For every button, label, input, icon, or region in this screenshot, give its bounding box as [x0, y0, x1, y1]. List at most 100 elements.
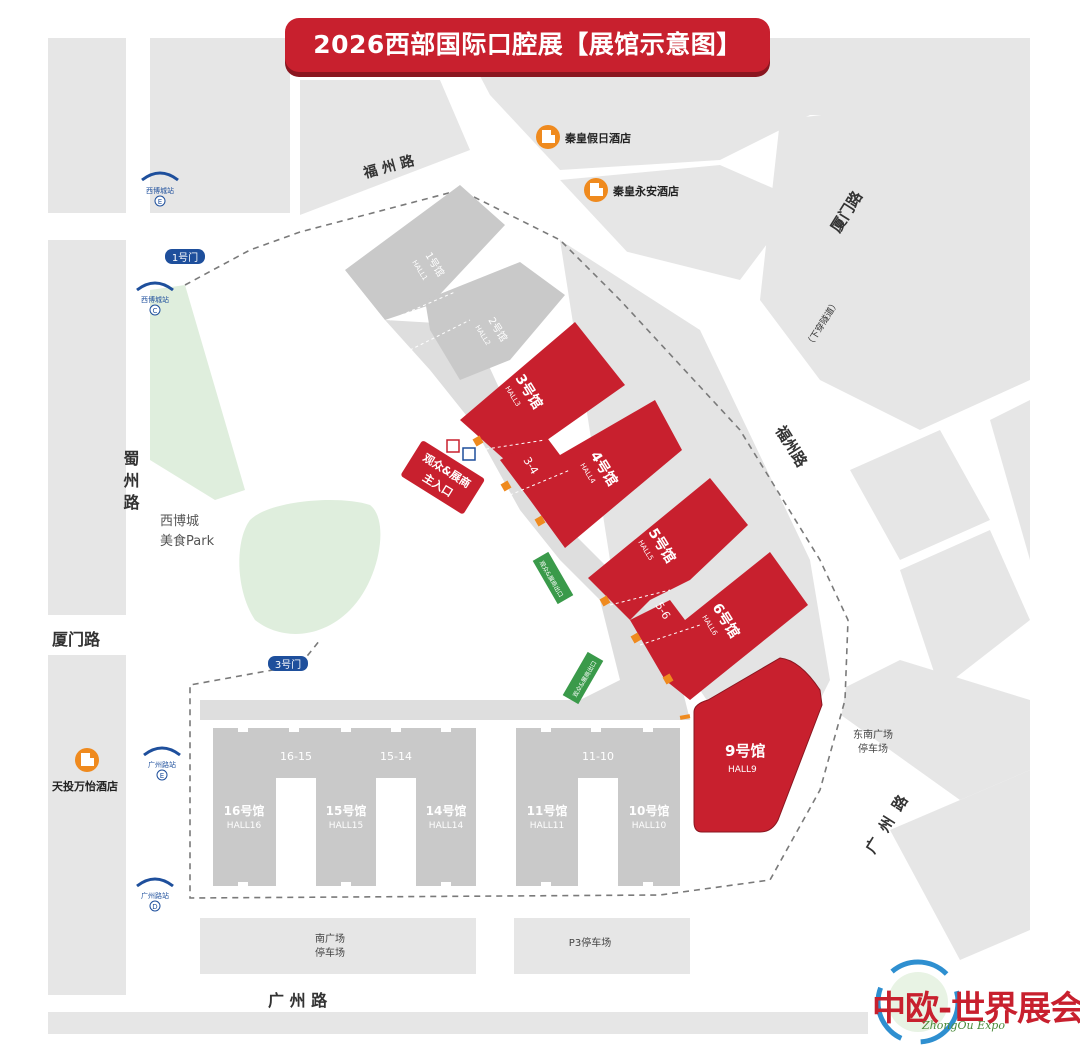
metro-icon — [141, 171, 179, 182]
metro-1-name: 西博城站 — [146, 186, 174, 195]
hall-3[interactable] — [460, 322, 625, 460]
hall-10[interactable] — [618, 728, 680, 886]
hall-1[interactable] — [345, 185, 505, 320]
hall-5-group: 5号馆 HALL5 — [588, 478, 748, 620]
hall-3-4-divider-2 — [509, 469, 571, 496]
block-w-2 — [48, 655, 126, 995]
hotel-1-name: 秦皇假日酒店 — [564, 131, 631, 145]
hall-10-en: HALL10 — [632, 821, 667, 831]
park-strip — [150, 285, 245, 500]
arrow-marker — [500, 480, 512, 492]
arrow-marker — [472, 435, 484, 447]
hall-15-en: HALL15 — [329, 821, 363, 831]
hotel-2[interactable]: 秦皇永安酒店 — [584, 178, 679, 202]
block-nw-3 — [300, 80, 470, 215]
hall-2[interactable] — [425, 262, 565, 380]
hall-9[interactable] — [693, 657, 823, 833]
hall-9-group: 9号馆 HALL9 — [693, 657, 823, 833]
road-shuzhou: 蜀州路 — [121, 450, 141, 516]
metro-1-exit-badge — [154, 195, 166, 207]
hall-6[interactable] — [630, 552, 808, 700]
parking-south-line1: 南广场 — [315, 932, 345, 945]
metro-station-4[interactable]: 广州路站 D — [136, 877, 174, 912]
hall-11-en: HALL11 — [530, 821, 564, 831]
hall-14-en: HALL14 — [429, 821, 464, 831]
block-south-parking — [200, 918, 476, 974]
hall-1-group: 1号馆 HALL1 — [345, 185, 505, 320]
hall-4[interactable] — [500, 400, 682, 548]
notch — [289, 722, 299, 732]
logo-globe — [875, 959, 961, 1045]
hall-1-2-divider-2 — [409, 319, 471, 351]
hall-15-name: 15号馆 — [326, 803, 367, 818]
gate-1[interactable]: 1号门 — [165, 249, 205, 264]
brand-logo: 中欧-世界展会 ZhongOu Expo — [866, 955, 1080, 1050]
hall-10-name: 10号馆 — [629, 803, 670, 818]
entrance-home-icon — [446, 439, 460, 453]
hall-5-6-divider-2 — [639, 624, 701, 646]
block-e-4 — [820, 660, 1030, 800]
hall-16-name: 16号馆 — [224, 803, 265, 818]
metro-4-exit-badge — [149, 900, 161, 912]
notch — [591, 722, 601, 732]
metro-3-exit-badge — [156, 769, 168, 781]
hall-9-name: 9号馆 — [725, 742, 765, 760]
arrow-marker — [534, 515, 546, 527]
hall-11-name: 11号馆 — [527, 803, 568, 818]
notch — [541, 722, 551, 732]
block-p3-parking — [514, 918, 690, 974]
metro-1-exit: E — [158, 198, 162, 206]
block-n-2 — [560, 165, 800, 280]
hotel-2-name: 秦皇永安酒店 — [612, 184, 679, 198]
logo-subtitle: ZhongOu Expo — [922, 1019, 1005, 1032]
connector-15-14-box — [376, 728, 416, 778]
arrow-marker — [679, 714, 691, 720]
hotel-icon-building — [590, 183, 599, 196]
road-guangzhou-bottom: 广 州 路 — [268, 991, 328, 1010]
city-blocks — [48, 38, 1030, 1034]
parking-southeast-line1: 东南广场 — [853, 728, 893, 741]
notch — [441, 882, 451, 892]
metro-4-exit: D — [152, 903, 157, 911]
metro-icon — [136, 281, 174, 292]
hall-5[interactable] — [588, 478, 748, 620]
hall-16-en: HALL16 — [227, 821, 262, 831]
metro-4-name: 广州路站 — [141, 891, 169, 900]
block-se-1 — [890, 770, 1030, 960]
metro-3-exit: E — [160, 772, 164, 780]
notch — [341, 882, 351, 892]
south-hall-notches — [238, 722, 653, 892]
gate-3-label: 3号门 — [275, 658, 301, 671]
connector-15-14: 15-14 — [380, 750, 412, 763]
block-nw-2 — [150, 38, 290, 213]
metro-station-3[interactable]: 广州路站 E — [143, 746, 181, 781]
arrow-marker — [599, 595, 611, 607]
hall-9-en: HALL9 — [728, 765, 757, 775]
main-entrance[interactable]: 观众&展商 主入口 — [400, 440, 485, 515]
notch — [441, 722, 451, 732]
logo-text: 中欧-世界展会 — [872, 989, 1080, 1029]
metro-2-name: 西博城站 — [141, 295, 169, 304]
metro-station-2[interactable]: 西博城站 C — [136, 281, 174, 316]
hotel-icon-building — [81, 753, 90, 766]
hotel-icon-building-side — [551, 135, 555, 143]
hall-16[interactable] — [213, 728, 276, 886]
block-bottom — [48, 1012, 868, 1034]
block-nw-1 — [48, 38, 126, 213]
metro-station-1[interactable]: 西博城站 E — [141, 171, 179, 207]
hotel-icon-building-side — [90, 758, 94, 766]
parking-p3: P3停车场 — [569, 936, 611, 949]
hotel-1[interactable]: 秦皇假日酒店 — [536, 125, 631, 149]
gate-1-label: 1号门 — [172, 251, 198, 264]
hotel-icon-building-side — [599, 188, 603, 196]
gate-3[interactable]: 3号门 — [268, 656, 308, 671]
hall-14[interactable] — [416, 728, 476, 886]
hotel-3-name: 天投万怡酒店 — [52, 779, 118, 793]
page-title: 2026西部国际口腔展【展馆示意图】 — [313, 30, 742, 59]
hall-4-group: 4号馆 HALL4 — [500, 400, 682, 548]
entrance-registration-icon — [462, 447, 476, 461]
hall-11[interactable] — [516, 728, 578, 886]
hall-15[interactable] — [316, 728, 376, 886]
hotel-3[interactable]: 天投万怡酒店 — [52, 748, 118, 793]
